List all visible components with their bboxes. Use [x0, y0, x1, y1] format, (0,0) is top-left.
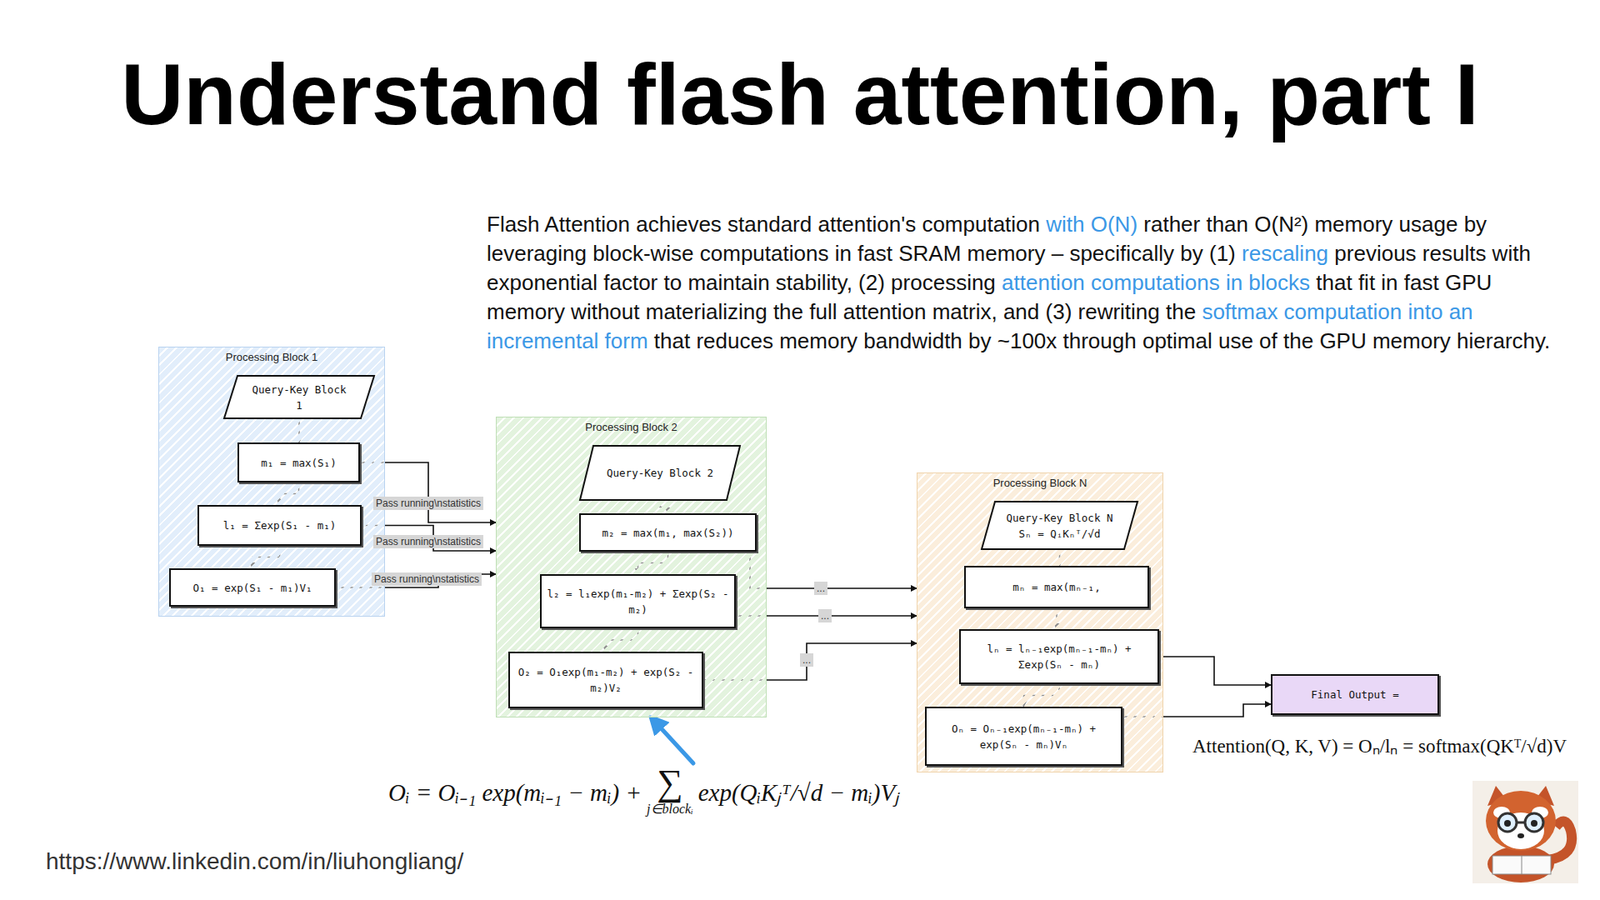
parallelogram-shape — [224, 375, 375, 419]
node-text: m₁ = max(S₁) — [260, 455, 336, 471]
slide-title: Understand flash attention, part I — [0, 40, 1600, 149]
text-wrap: Final Output = — [1310, 686, 1399, 703]
node-text: Oₙ = Oₙ₋₁exp(mₙ₋₁-mₙ) + exp(Sₙ - mₙ)Vₙ — [931, 720, 1116, 753]
process-box: O₂ = O₁exp(m₁-m₂) + exp(S₂ - m₂)V₂ — [508, 651, 704, 709]
block-heading: Processing Block 2 — [496, 420, 766, 434]
block-heading: Processing Block 1 — [159, 350, 385, 364]
text-wrap: Query-Key Block NSₙ = QᵢKₙᵀ/√d — [1006, 510, 1114, 542]
text-wrap: Query-Key Block 1 — [246, 381, 352, 414]
connector-arrow — [750, 551, 917, 589]
edge-label: ... — [800, 653, 814, 667]
output-box: Final Output = — [1270, 674, 1440, 715]
process-box: m₁ = max(S₁) — [237, 442, 360, 483]
edge-label: ... — [814, 581, 828, 595]
text-wrap: l₂ = l₁exp(m₁-m₂) + Σexp(S₂ - m₂) — [546, 585, 730, 618]
source-url: https://www.linkedin.com/in/liuhongliang… — [45, 848, 464, 875]
process-box: m₂ = max(m₁, max(S₂)) — [579, 513, 757, 552]
input-parallelogram: Query-Key Block 1 — [223, 375, 375, 420]
input-parallelogram: Query-Key Block NSₙ = QᵢKₙᵀ/√d — [980, 500, 1139, 550]
node-text: Sₙ = QᵢKₙᵀ/√d — [1006, 525, 1114, 542]
process-box: lₙ = lₙ₋₁exp(mₙ₋₁-mₙ) + Σexp(Sₙ - mₙ) — [959, 629, 1160, 685]
node-text: l₁ = Σexp(S₁ - m₁) — [223, 517, 336, 534]
processing-block: Processing Block 1 Query-Key Block 1 m₁ = … — [158, 346, 385, 617]
processing-block: Processing Block N Query-Key Block NSₙ = … — [916, 472, 1164, 773]
body-text: Flash Attention achieves standard attent… — [486, 211, 1040, 237]
node-text: lₙ = lₙ₋₁exp(mₙ₋₁-mₙ) + Σexp(Sₙ - mₙ) — [965, 640, 1153, 673]
edge-label: Pass running\nstatistics — [373, 496, 484, 510]
process-box: mₙ = max(mₙ₋₁, — [964, 565, 1150, 609]
highlight-text: rescaling — [1241, 240, 1329, 266]
text-wrap: l₁ = Σexp(S₁ - m₁) — [223, 517, 336, 534]
text-wrap: Oₙ = Oₙ₋₁exp(mₙ₋₁-mₙ) + exp(Sₙ - mₙ)Vₙ — [931, 720, 1116, 753]
edge-label: ... — [818, 609, 832, 623]
edge-label: Pass running\nstatistics — [371, 572, 482, 586]
node-text: l₂ = l₁exp(m₁-m₂) + Σexp(S₂ - m₂) — [546, 585, 730, 618]
text-wrap: O₂ = O₁exp(m₁-m₂) + exp(S₂ - m₂)V₂ — [515, 664, 697, 696]
block-heading: Processing Block N — [917, 476, 1163, 490]
process-box: O₁ = exp(S₁ - m₁)V₁ — [169, 568, 336, 607]
sum-symbol: ∑ — [656, 765, 683, 802]
connector-arrow — [1159, 656, 1271, 685]
red-panda-avatar — [1472, 780, 1579, 884]
node-text: m₂ = max(m₁, max(S₂)) — [601, 525, 734, 541]
parallelogram-shape — [580, 445, 740, 500]
parallelogram-outline — [980, 500, 1139, 550]
text-wrap: m₁ = max(S₁) — [260, 455, 336, 471]
body-text: that reduces memory bandwidth by ~100x t… — [654, 328, 1550, 354]
node-text: O₂ = O₁exp(m₁-m₂) + exp(S₂ - m₂)V₂ — [515, 664, 697, 696]
node-text: Query-Key Block 1 — [246, 381, 352, 414]
text-wrap: mₙ = max(mₙ₋₁, — [1012, 579, 1100, 595]
formula-text: exp(QᵢKⱼᵀ/√d − mᵢ)Vⱼ — [698, 775, 900, 808]
node-text: Query-Key Block 2 — [606, 465, 714, 481]
text-wrap: m₂ = max(m₁, max(S₂)) — [601, 525, 734, 541]
sum-index: j∈blockᵢ — [646, 801, 694, 817]
parallelogram-shape — [981, 501, 1138, 550]
process-box: l₂ = l₁exp(m₁-m₂) + Σexp(S₂ - m₂) — [540, 574, 736, 629]
text-wrap: O₁ = exp(S₁ - m₁)V₁ — [193, 580, 313, 596]
input-parallelogram: Query-Key Block 2 — [579, 445, 741, 501]
process-box: Oₙ = Oₙ₋₁exp(mₙ₋₁-mₙ) + exp(Sₙ - mₙ)Vₙ — [925, 706, 1123, 766]
text-wrap: Query-Key Block 2 — [606, 465, 714, 481]
highlight-text: with O(N) — [1045, 211, 1138, 237]
node-text: Final Output = — [1310, 686, 1399, 703]
node-text: mₙ = max(mₙ₋₁, — [1012, 579, 1100, 595]
edge-label: Pass running\nstatistics — [373, 535, 484, 549]
attention-formula: Attention(Q, K, V) = Oₙ/lₙ = softmax(QKᵀ… — [1192, 731, 1567, 759]
recurrence-formula: Oᵢ = Oᵢ₋₁ exp(mᵢ₋₁ − mᵢ) +∑j∈blockᵢexp(Q… — [388, 765, 900, 817]
node-text: O₁ = exp(S₁ - m₁)V₁ — [193, 580, 313, 596]
processing-block: Processing Block 2 Query-Key Block 2 m₂ = … — [495, 416, 767, 718]
formula-text: Oᵢ = Oᵢ₋₁ exp(mᵢ₋₁ − mᵢ) + — [388, 775, 642, 808]
description-paragraph: Flash Attention achieves standard attent… — [486, 210, 1562, 356]
parallelogram-outline — [223, 375, 375, 420]
highlight-text: attention computations in blocks — [1001, 270, 1310, 295]
node-text: Query-Key Block N — [1006, 510, 1114, 526]
text-wrap: lₙ = lₙ₋₁exp(mₙ₋₁-mₙ) + Σexp(Sₙ - mₙ) — [965, 640, 1153, 673]
sum-symbol-group: ∑j∈blockᵢ — [646, 765, 694, 817]
callout-arrow — [655, 721, 694, 764]
process-box: l₁ = Σexp(S₁ - m₁) — [197, 505, 362, 546]
